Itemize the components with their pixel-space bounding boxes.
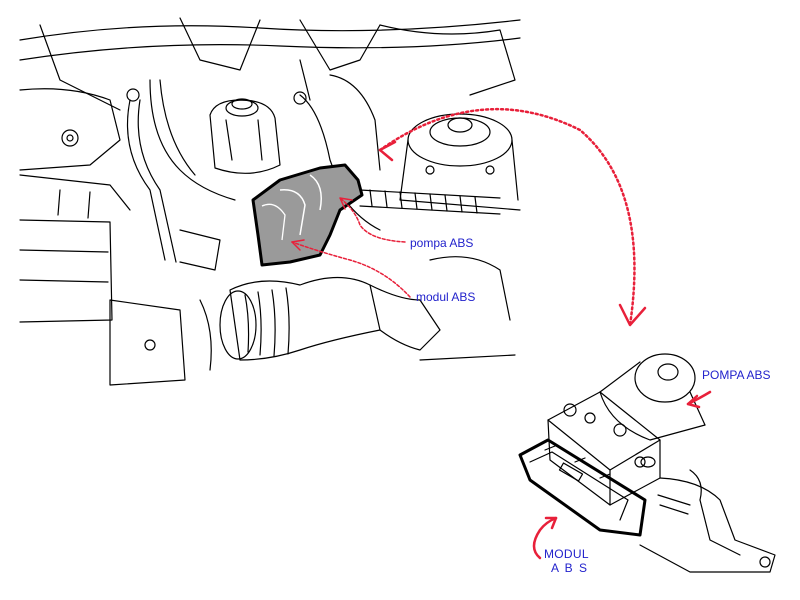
abs-unit-detail-drawing xyxy=(518,353,776,573)
label-pompa-abs-big: POMPA ABS xyxy=(702,368,771,382)
abs-unit-highlight xyxy=(251,163,364,267)
annotation-arrows xyxy=(291,107,712,560)
label-pompa-abs-small: pompa ABS xyxy=(410,236,474,250)
label-modul-abs-small: modul ABS xyxy=(416,290,476,304)
engine-bay-drawing xyxy=(19,17,521,386)
arrow-modul-small xyxy=(291,241,411,298)
curved-arrow-between-views xyxy=(378,107,636,327)
label-modul-big-line2: A B S xyxy=(551,561,589,575)
arrow-modul-big xyxy=(532,516,558,560)
arrow-pompa-small xyxy=(339,197,406,243)
label-modul-big-line1: MODUL xyxy=(544,547,589,561)
